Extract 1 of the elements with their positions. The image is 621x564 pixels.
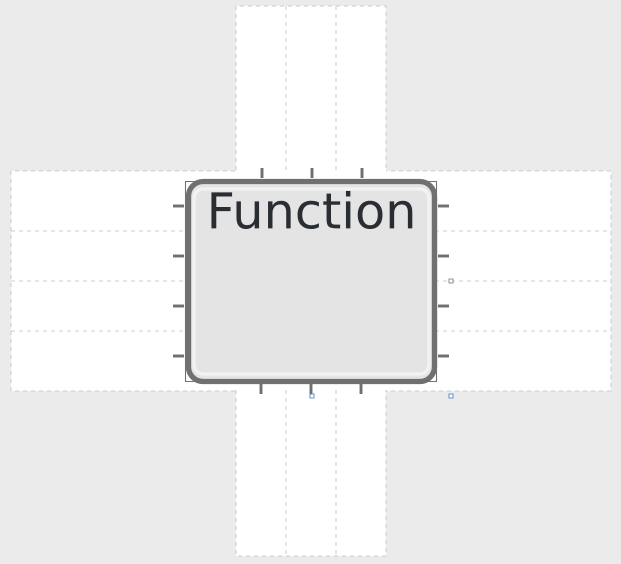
function-block: Function — [186, 178, 438, 384]
